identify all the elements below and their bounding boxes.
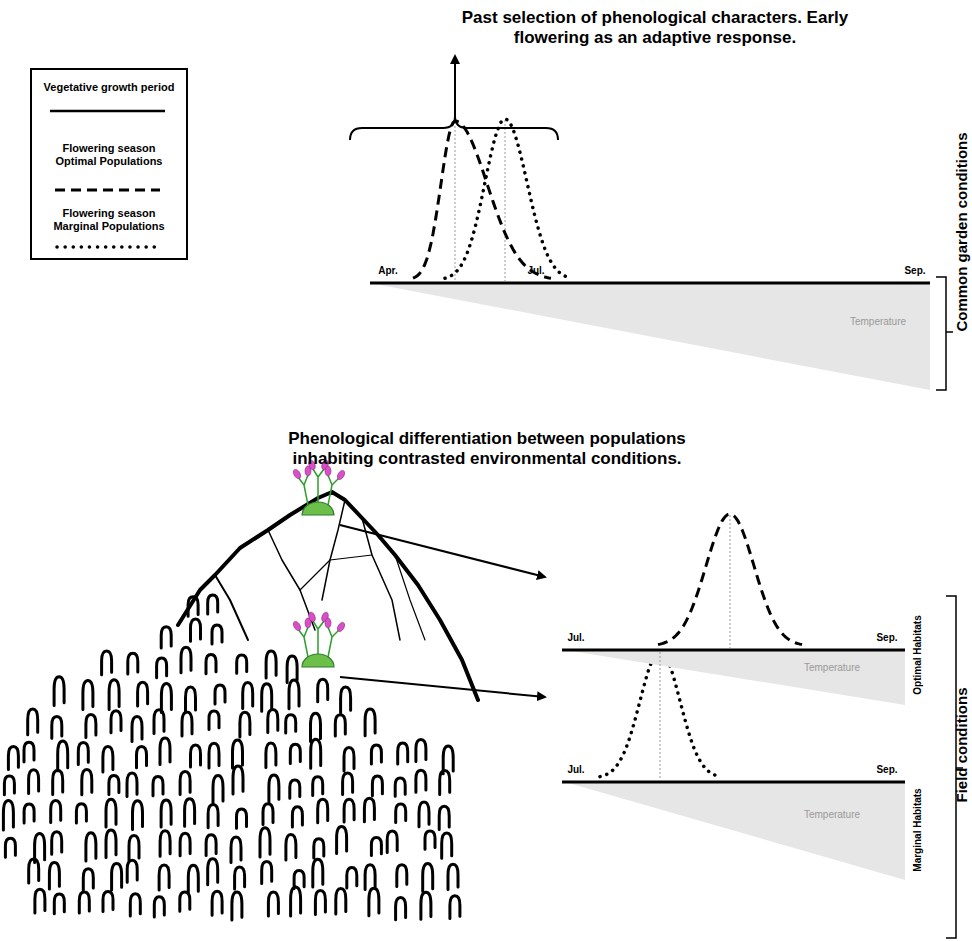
habitat-label: Optimal Habitats (912, 615, 924, 694)
temperature-label: Temperature (850, 316, 906, 328)
axis-month: Jul. (567, 632, 584, 644)
legend-text: Flowering season Optimal Populations (44, 142, 174, 168)
figure-title: Past selection of phenological character… (450, 8, 860, 49)
axis-month: Sep. (876, 632, 897, 644)
marginal-flowering-curve (445, 119, 571, 278)
forest-trees (3, 595, 460, 920)
section-heading: Phenological differentiation between pop… (257, 429, 717, 470)
axis-month: Jul. (527, 265, 544, 277)
temperature-label: Temperature (804, 662, 860, 674)
side-label: Field conditions (953, 688, 971, 803)
side-label: Common garden conditions (953, 132, 971, 331)
axis-month: Jul. (567, 764, 584, 776)
axis-month: Sep. (904, 265, 925, 277)
axis-month: Sep. (876, 764, 897, 776)
legend-text: Vegetative growth period (39, 81, 179, 94)
legend-text: Flowering season Marginal Populations (44, 207, 174, 233)
habitat-label: Marginal Habitats (912, 788, 924, 871)
temperature-label: Temperature (804, 809, 860, 821)
axis-month: Apr. (378, 265, 397, 277)
